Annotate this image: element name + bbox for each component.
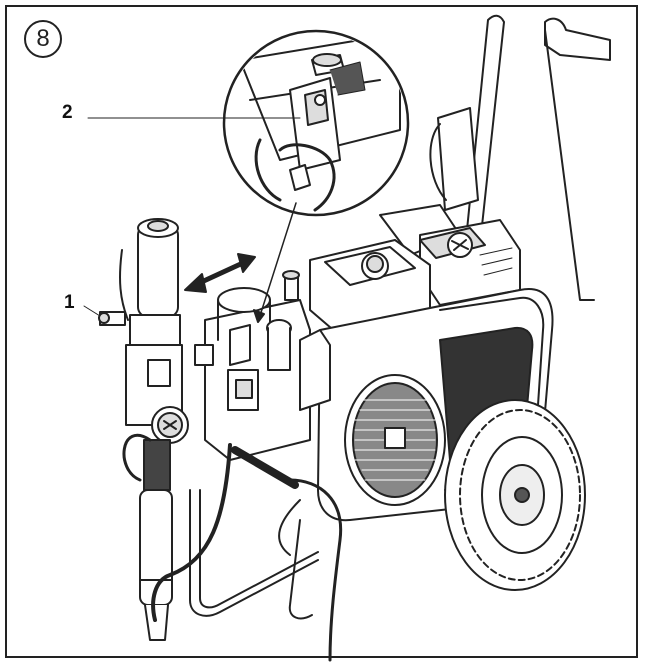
detail-magnifier <box>224 31 408 322</box>
engine <box>310 205 520 340</box>
step-number: 8 <box>36 25 50 52</box>
callout-label-2: 2 <box>62 102 73 123</box>
pump-mount <box>195 271 330 460</box>
step-number-badge: 8 <box>24 20 62 58</box>
double-arrow <box>185 254 255 292</box>
wheel <box>445 400 585 590</box>
hoses <box>124 435 341 660</box>
callout-label-1: 1 <box>64 292 75 313</box>
leader-lines <box>84 118 300 316</box>
pump-cylinder <box>99 219 188 640</box>
cart-frame <box>190 490 318 618</box>
